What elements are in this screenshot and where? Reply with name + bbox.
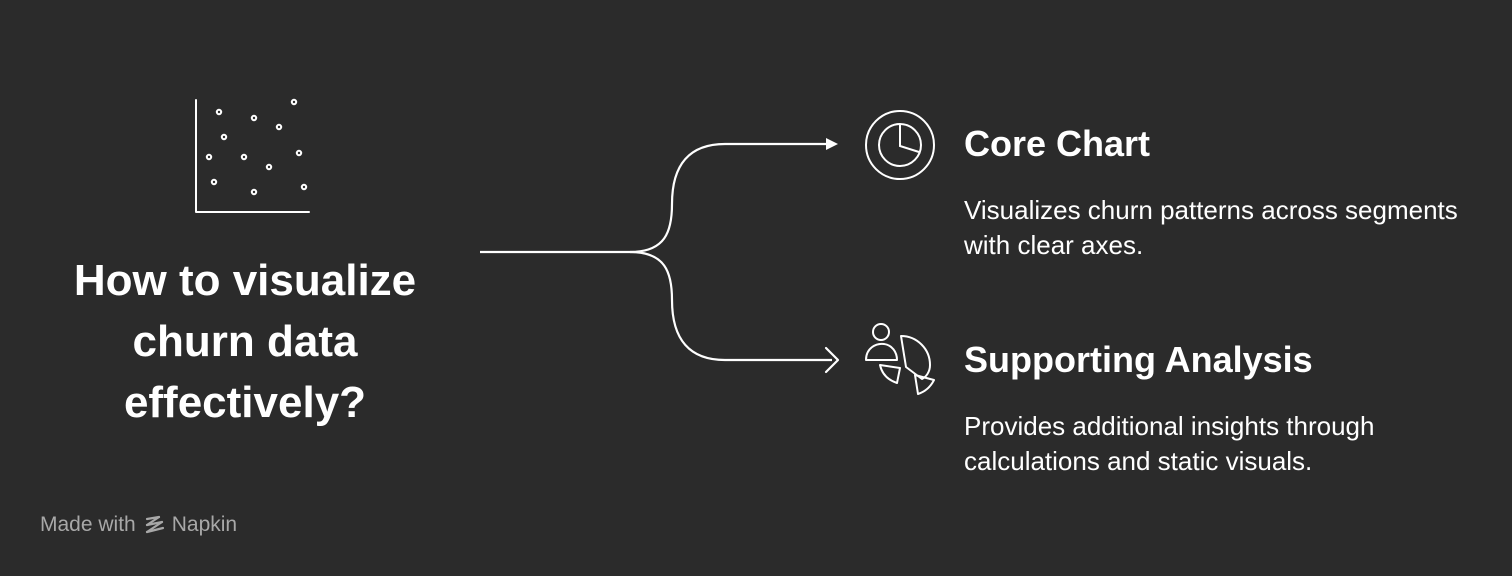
arrowhead-top xyxy=(826,138,838,150)
option-description-supporting-analysis: Provides additional insights through cal… xyxy=(964,411,1375,476)
option-title-core-chart: Core Chart xyxy=(964,123,1151,164)
napkin-logo-icon xyxy=(145,515,164,534)
napkin-brand: Napkin xyxy=(144,513,237,537)
option-description-core-chart: Visualizes churn patterns across segment… xyxy=(964,195,1458,260)
option-title-supporting-analysis: Supporting Analysis xyxy=(964,339,1313,380)
branch-connectors xyxy=(480,138,840,374)
arrowhead-bottom xyxy=(824,346,840,374)
napkin-brand-label: Napkin xyxy=(171,513,238,536)
people-pie-icon xyxy=(865,323,935,395)
made-with-label: Made with xyxy=(40,513,136,536)
pie-chart-icon xyxy=(865,110,935,180)
scatter-plot-icon xyxy=(195,98,310,213)
main-question: How to visualize churn data effectively? xyxy=(73,256,417,427)
napkin-watermark: Made with Napkin xyxy=(40,513,237,537)
